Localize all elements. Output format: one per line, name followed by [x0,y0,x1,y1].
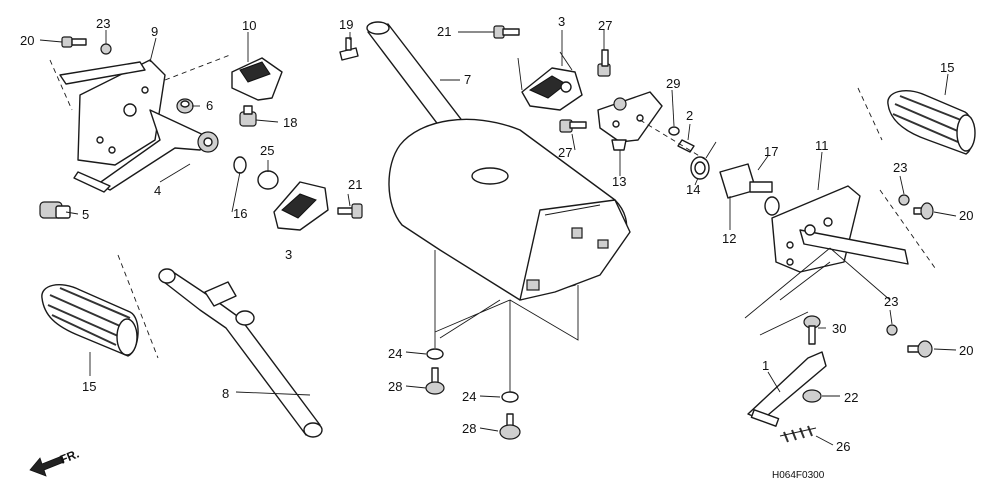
label-15-right: 15 [940,60,954,75]
bolt-28-a [425,367,445,395]
brake-pedal-1 [747,351,827,427]
label-7: 7 [464,72,471,87]
label-17: 17 [764,144,778,159]
switch-bracket-10 [231,57,283,101]
washer-24-a [426,348,444,360]
nut-23-right-bottom [886,324,898,336]
leader-lines [39,30,957,446]
bolt-28-b [499,413,521,440]
snap-ring-25 [257,170,279,190]
label-23-right-top: 23 [893,160,907,175]
bolt-20-right-bottom [907,340,933,358]
label-19: 19 [339,17,353,32]
guide-lines-center [434,250,579,392]
bolt-30 [803,315,821,345]
nut-22 [802,389,822,403]
label-8: 8 [222,386,229,401]
label-18: 18 [283,115,297,130]
bolt-27-top [597,49,611,77]
label-28-b: 28 [462,421,476,436]
washer-24-b [501,391,519,403]
label-30: 30 [832,321,846,336]
stop-switch-3-left [273,181,329,231]
drawing-code: H064F0300 [772,470,825,481]
label-25: 25 [260,143,274,158]
stopper-rubber-5 [39,201,71,219]
label-21-center: 21 [437,24,451,39]
label-23-right-bottom: 23 [884,294,898,309]
frame-tube-8 [158,268,323,438]
washer-29 [668,126,680,136]
label-20: 20 [20,33,34,48]
front-direction-arrow: FR. [29,447,81,477]
label-3-left: 3 [285,247,292,262]
label-20-right-bottom: 20 [959,343,973,358]
label-27-bottom: 27 [558,145,572,160]
stop-switch-3-center [521,67,583,111]
return-spring-14 [690,141,717,180]
label-5: 5 [82,207,89,222]
nut-23-left [100,43,112,55]
bolt-21-center [493,25,520,39]
bolt-18 [239,105,257,127]
label-2: 2 [686,108,693,123]
label-22: 22 [844,390,858,405]
label-13: 13 [612,174,626,189]
label-3-center: 3 [558,14,565,29]
pivot-collar-12 [719,163,780,216]
label-24-b: 24 [462,389,476,404]
spring-2 [677,139,695,153]
brake-pedal-lever [73,109,219,193]
screw-19 [339,37,359,61]
label-26: 26 [836,439,850,454]
bolt-20-left [61,36,87,48]
footpeg-rubber-left [41,284,139,357]
label-6: 6 [206,98,213,113]
collar-6 [176,98,194,114]
spring-26 [779,425,817,443]
step-bracket-left [59,59,166,166]
label-29: 29 [666,76,680,91]
footpeg-rubber-right [887,90,976,155]
step-bracket-right [771,185,909,273]
label-9: 9 [151,24,158,39]
label-21-left: 21 [348,177,362,192]
label-14: 14 [686,182,700,197]
mounting-plate-13 [597,91,663,151]
label-24-a: 24 [388,346,402,361]
floor-cover [388,118,631,301]
label-12: 12 [722,231,736,246]
bolt-20-right-top [913,202,934,220]
washer-16 [233,156,247,174]
label-16: 16 [233,206,247,221]
bolt-21-left [337,203,363,219]
label-11: 11 [815,138,829,153]
front-label: FR. [58,447,81,467]
label-1: 1 [762,358,769,373]
nut-23-right-top [898,194,910,206]
label-10: 10 [242,18,256,33]
label-28-a: 28 [388,379,402,394]
label-27-top: 27 [598,18,612,33]
label-20-right-top: 20 [959,208,973,223]
label-15-left: 15 [82,379,96,394]
label-4: 4 [154,183,161,198]
bolt-27-bottom [559,119,587,133]
label-23: 23 [96,16,110,31]
